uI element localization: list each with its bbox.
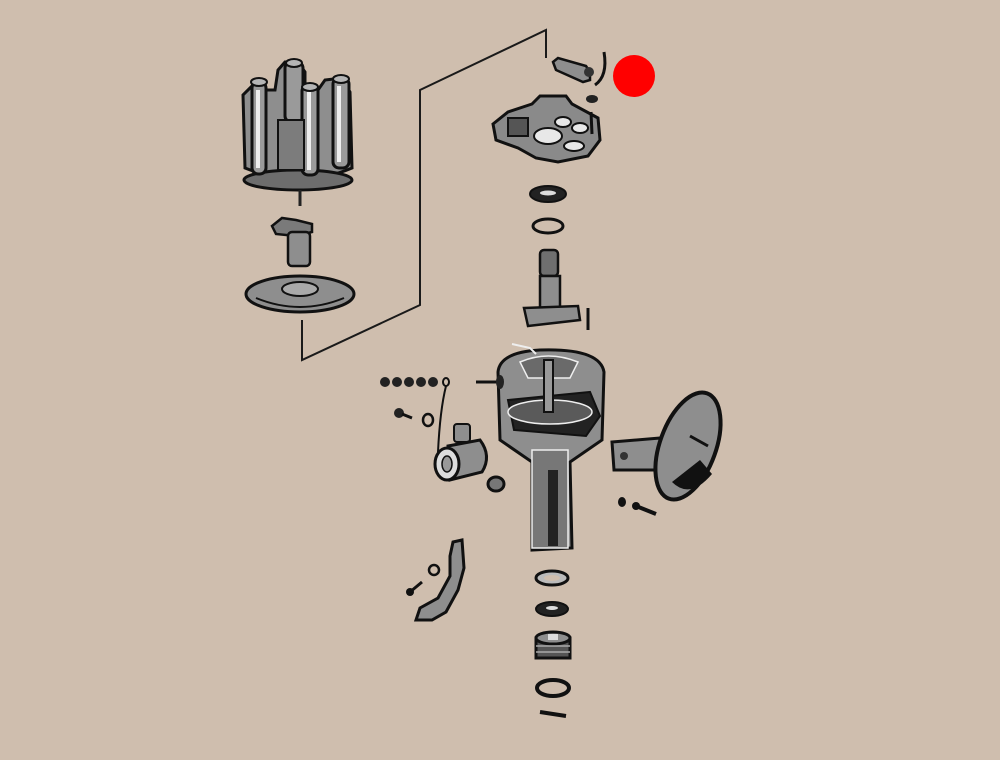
leader-line	[301, 28, 547, 362]
condenser	[433, 385, 506, 493]
terminal-hardware	[380, 377, 450, 428]
cap-clip	[406, 538, 466, 622]
washer	[531, 217, 565, 235]
distributor-cap	[241, 58, 354, 206]
cam-shaft	[522, 248, 590, 330]
retaining-pin	[539, 710, 567, 718]
distributor-housing	[476, 343, 606, 552]
contact-breaker-points	[551, 51, 607, 103]
highlight-marker	[613, 55, 655, 97]
vacuum-advance-unit	[610, 390, 723, 516]
dust-shield	[244, 274, 356, 314]
breaker-plate	[491, 94, 602, 164]
rotor	[270, 216, 314, 268]
drive-gear	[534, 630, 572, 660]
